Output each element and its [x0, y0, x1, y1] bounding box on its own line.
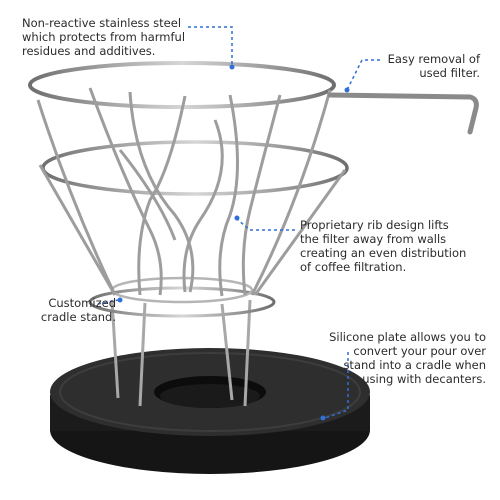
callout-easy-removal: Easy removal of used filter.: [387, 52, 480, 80]
callout-silicone-plate: Silicone plate allows you to convert you…: [329, 330, 486, 386]
callout-stainless-steel: Non-reactive stainless steel which prote…: [22, 16, 186, 58]
callout-rib-design: Proprietary rib design lifts the filter …: [300, 218, 467, 274]
leader-lines: [97, 26, 380, 421]
handle: [327, 92, 479, 135]
dripper-frame: [28, 61, 349, 297]
silicone-plate: [50, 348, 370, 474]
callout-cradle-stand: Customized cradle stand.: [40, 296, 116, 324]
